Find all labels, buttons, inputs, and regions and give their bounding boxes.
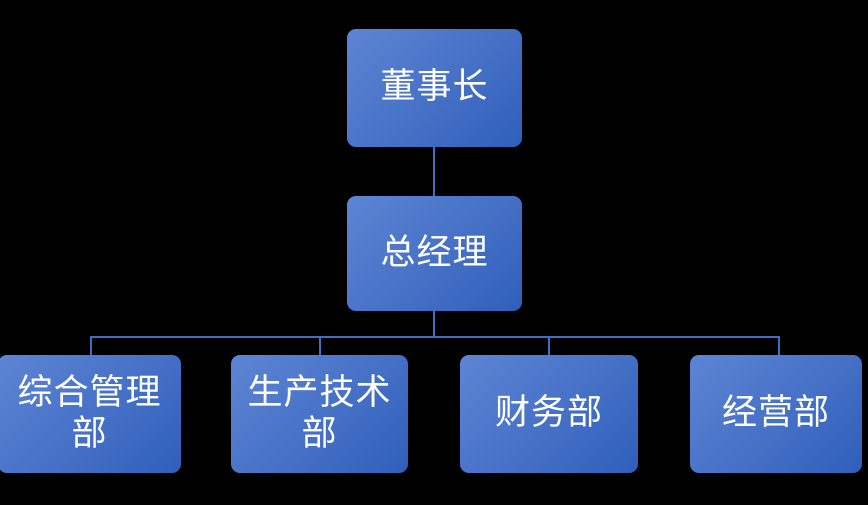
connector-drop-production-technology-dept — [319, 336, 321, 356]
connector-horizontal-bus — [91, 336, 780, 338]
node-comprehensive-management-dept[interactable]: 综合管理 部 — [0, 355, 181, 473]
connector-drop-operations-dept — [778, 336, 780, 356]
node-chairman[interactable]: 董事长 — [347, 29, 522, 147]
connector-drop-comprehensive-management-dept — [90, 336, 92, 356]
connector-chairman-to-general-manager — [433, 147, 435, 196]
node-comprehensive-management-dept-label: 综合管理 部 — [17, 372, 162, 454]
node-finance-dept-label: 财务部 — [494, 393, 603, 434]
connector-drop-finance-dept — [548, 336, 550, 356]
node-production-technology-dept-label: 生产技术 部 — [247, 372, 392, 454]
node-general-manager[interactable]: 总经理 — [347, 196, 522, 311]
node-production-technology-dept[interactable]: 生产技术 部 — [231, 355, 408, 473]
node-operations-dept[interactable]: 经营部 — [690, 355, 862, 473]
node-finance-dept[interactable]: 财务部 — [460, 355, 638, 473]
node-operations-dept-label: 经营部 — [721, 393, 830, 434]
node-general-manager-label: 总经理 — [380, 232, 489, 273]
node-chairman-label: 董事长 — [380, 67, 489, 108]
connector-general-manager-stem — [433, 311, 435, 338]
